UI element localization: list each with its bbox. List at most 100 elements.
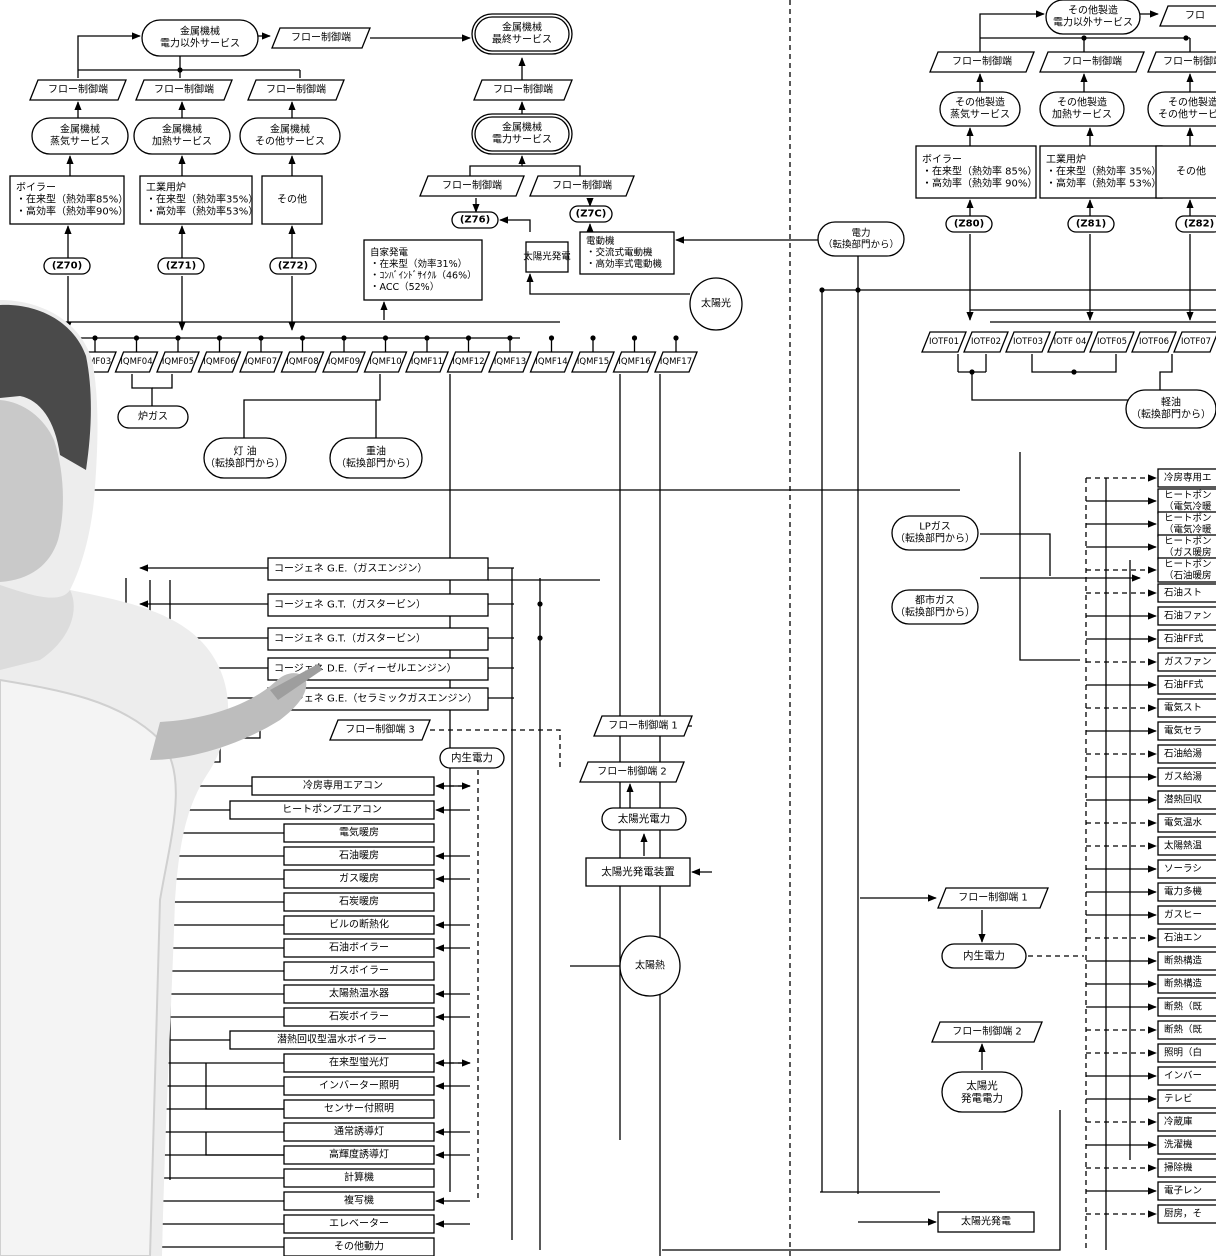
node-label: (Z82) bbox=[1184, 219, 1214, 230]
junction-dot bbox=[92, 335, 97, 340]
junction-dot bbox=[537, 635, 542, 640]
node-label: IOTF05 bbox=[1097, 337, 1127, 347]
node-label: LPガス bbox=[919, 521, 951, 533]
node-label: （転換部門から） bbox=[895, 606, 975, 619]
junction-dot bbox=[1183, 35, 1188, 40]
node-label: 加熱サービス bbox=[1052, 108, 1112, 121]
node-label: IOTF01 bbox=[929, 337, 959, 347]
node-label: IQMF07 bbox=[245, 357, 277, 367]
node-label: 電気スト bbox=[1164, 702, 1202, 714]
node-label: （転換部門から） bbox=[336, 457, 416, 470]
node-label: コージェネ D.E.（ディーゼルエンジン） bbox=[274, 662, 457, 675]
node-label: フロー制御端 bbox=[154, 83, 214, 96]
node-label: 掃除機 bbox=[1164, 1162, 1193, 1174]
node-label: ボイラー bbox=[16, 182, 56, 194]
node-label: 太陽熱温水器 bbox=[329, 987, 389, 1000]
node-label: インバー bbox=[1164, 1071, 1202, 1082]
node-label: (Z7C) bbox=[576, 209, 607, 220]
flow-line bbox=[132, 374, 152, 406]
node-label: 複写機 bbox=[344, 1194, 374, 1207]
node-label: （転換部門から） bbox=[823, 238, 899, 250]
node-label: 重油 bbox=[366, 445, 386, 458]
node-label: ガスファン bbox=[1164, 657, 1212, 668]
node-label: IQMF04 bbox=[120, 357, 152, 367]
junction-dot bbox=[217, 335, 222, 340]
node-label: その他 bbox=[277, 193, 307, 206]
node-label: その他 bbox=[1176, 165, 1206, 178]
node-label: 通常誘導灯 bbox=[334, 1125, 384, 1138]
flow-line bbox=[522, 166, 580, 176]
node-label: 石油FF式 bbox=[1164, 633, 1204, 645]
node-label: ガス暖房 bbox=[339, 872, 379, 885]
junction-dot bbox=[300, 335, 305, 340]
node-label: 電気セラ bbox=[1164, 725, 1202, 737]
node-label: その他製造 bbox=[955, 96, 1005, 109]
junction-dot bbox=[383, 335, 388, 340]
node-label: 冷房専用エアコン bbox=[303, 779, 383, 792]
node-label: 電力 bbox=[851, 227, 870, 239]
node-label: 石炭暖房 bbox=[339, 895, 379, 908]
node-label: フロー制御端 1 bbox=[608, 719, 678, 732]
node-label: 金属機械 bbox=[60, 123, 100, 136]
node-label: 太陽熱温 bbox=[1164, 840, 1203, 852]
node-label: 断熱構造 bbox=[1164, 955, 1203, 967]
node-label: 断熱（既 bbox=[1164, 1001, 1203, 1013]
junction-dot bbox=[507, 335, 512, 340]
node-label: 石油エン bbox=[1164, 932, 1202, 944]
node-label: 潜熱回収型温水ボイラー bbox=[277, 1033, 387, 1046]
node-label: 金属機械 bbox=[502, 121, 542, 134]
node-label: ボイラー bbox=[922, 154, 962, 166]
node-label: 石炭ボイラー bbox=[329, 1011, 389, 1023]
node-label: （ガス暖房 bbox=[1164, 546, 1212, 558]
node-label: 照明（白 bbox=[1164, 1047, 1202, 1059]
node-label: フロー制御端 1 bbox=[958, 891, 1028, 904]
node-label: ・在来型（熱効率 35%） bbox=[1046, 165, 1161, 178]
node-label: 電力以外サービス bbox=[1053, 16, 1133, 29]
node-label: IOTF02 bbox=[971, 337, 1001, 347]
node-label: 内生電力 bbox=[451, 751, 493, 764]
node-label: 加熱サービス bbox=[152, 135, 212, 148]
node-label: ・高効率式電動機 bbox=[586, 258, 663, 270]
node-label: ・在来型（効率31%） bbox=[370, 258, 467, 270]
junction-dot bbox=[673, 335, 678, 340]
node-label: 灯 油 bbox=[233, 445, 256, 458]
node-label: 都市ガス bbox=[915, 594, 955, 607]
node-label: 内生電力 bbox=[963, 949, 1005, 962]
node-label: 冷房専用エ bbox=[1164, 472, 1212, 484]
flow-line bbox=[152, 374, 172, 388]
node-label: (Z72) bbox=[278, 261, 308, 272]
node-label: 太陽光発電装置 bbox=[601, 865, 675, 878]
node-label: 電気温水 bbox=[1164, 817, 1203, 829]
node-label: 工業用炉 bbox=[146, 181, 186, 194]
node-label: コージェネ G.T.（ガスタービン） bbox=[274, 633, 426, 645]
node-label: 軽油 bbox=[1161, 396, 1181, 409]
node-label: ・在来型（熱効率 85%） bbox=[922, 165, 1037, 178]
node-label: ・高効率（熱効率53%） bbox=[146, 205, 258, 218]
flow-line bbox=[78, 36, 140, 70]
junction-dot bbox=[590, 335, 595, 340]
node-label: (Z76) bbox=[460, 215, 490, 226]
node-label: その他動力 bbox=[334, 1240, 384, 1253]
node-label: 石油スト bbox=[1164, 587, 1202, 599]
node-label: ・高効率（熱効率 53%） bbox=[1046, 177, 1161, 190]
node-label: ・交流式電動機 bbox=[586, 247, 653, 259]
node-label: テレビ bbox=[1164, 1094, 1193, 1105]
node-label: 電子レン bbox=[1164, 1186, 1202, 1197]
node-label: ソーラシ bbox=[1164, 864, 1202, 875]
node-label: IOTF07 bbox=[1181, 337, 1211, 347]
node-label: IQMF08 bbox=[286, 357, 318, 367]
node-label: （転換部門から） bbox=[205, 457, 285, 470]
node-label: ヒートポンプエアコン bbox=[282, 804, 382, 816]
node-label: フロー制御端 2 bbox=[952, 1025, 1022, 1038]
node-label: IQMF05 bbox=[162, 357, 194, 367]
node-label: その他サービス bbox=[255, 135, 325, 148]
node-label: ビルの断熱化 bbox=[329, 918, 389, 931]
node-label: (Z80) bbox=[954, 219, 984, 230]
node-label: フロー制御端 bbox=[291, 31, 351, 44]
node-label: 金属機械 bbox=[270, 123, 310, 136]
node-label: IOTF06 bbox=[1139, 337, 1169, 347]
node-label: コージェネ G.T.（ガスタービン） bbox=[274, 599, 426, 611]
node-label: 太陽熱 bbox=[635, 959, 665, 972]
node-label: 冷蔵庫 bbox=[1164, 1116, 1193, 1128]
